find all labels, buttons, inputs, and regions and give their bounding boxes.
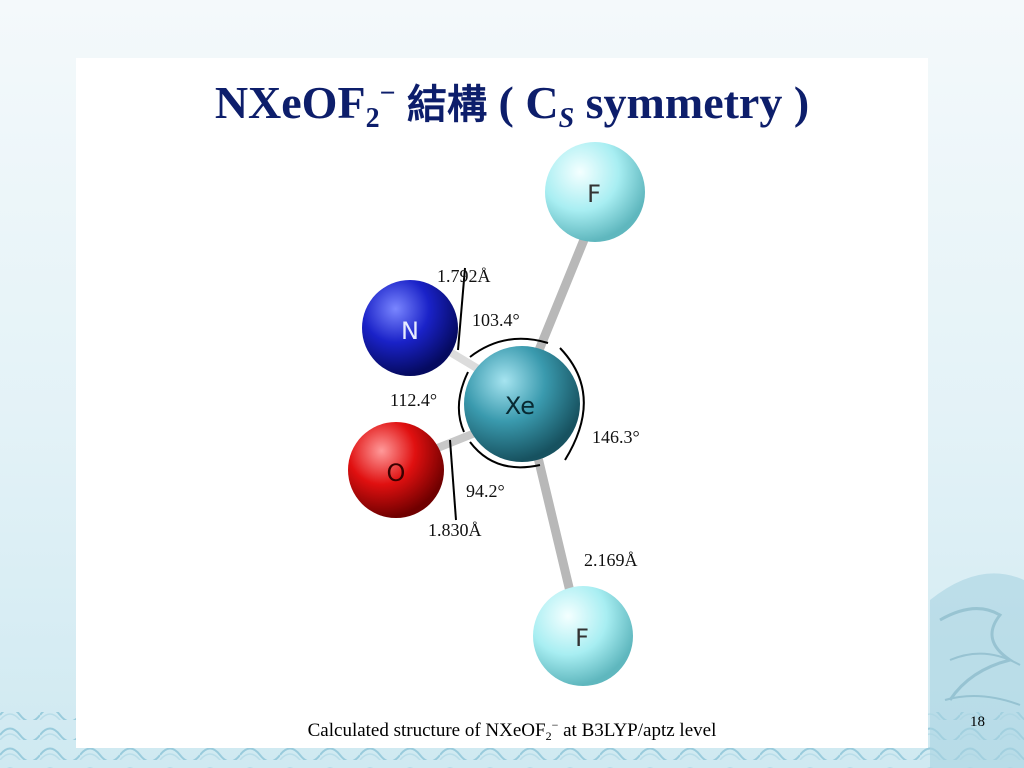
slide-title: NXeOF2− 結構 ( CS symmetry ) [0,72,1024,135]
dragon-wave-ornament [930,573,1024,768]
atom-fluorine-top: F [545,142,645,242]
caption-suffix: at B3LYP/aptz level [558,720,717,741]
angle-arc-n-xe-o [457,371,469,433]
title-formula: NXeOF [214,77,366,128]
title-symmetry-word: symmetry ) [585,77,810,128]
atom-label-xe: Xe [505,392,535,420]
atom-oxygen: O [348,422,444,518]
atom-xenon: Xe [464,346,580,462]
label-xe-o-bond: 1.830Å [428,520,482,540]
title-formula-subscript: 2 [365,103,380,134]
atom-label-o: O [387,459,406,487]
label-xe-f-bond: 2.169Å [584,550,638,570]
atom-nitrogen: N [362,280,458,376]
atom-label-f-top: F [587,180,601,208]
xe-o-distance-marker [449,439,457,521]
atom-label-n: N [401,317,419,345]
title-formula-charge: − [379,78,396,109]
title-point-group-subscript: S [558,103,575,134]
label-angle-f-xe-f: 146.3° [592,427,640,447]
angle-arc-o-xe-f [469,441,541,469]
page-number: 18 [970,714,985,730]
title-paren-open: ( C [498,77,559,128]
angle-arc-f-xe-f [559,347,585,461]
angle-arc-n-xe-f [469,337,549,358]
xe-n-distance-marker [457,267,466,351]
title-structure-word: 結構 [407,82,488,128]
label-xe-n-bond: 1.792Å [437,266,491,286]
caption-prefix: Calculated structure of NXeOF [307,720,546,741]
bond-xe-f-top [530,220,595,365]
atom-fluorine-bottom: F [533,586,633,686]
figure-caption: Calculated structure of NXeOF2− at B3LYP… [0,718,1024,744]
caption-subscript: 2 [545,729,552,743]
caption-charge: − [551,718,559,732]
label-angle-n-xe-f: 103.4° [472,310,520,330]
label-angle-n-xe-o: 112.4° [390,390,437,410]
atom-label-f-bottom: F [575,624,589,652]
label-angle-o-xe-f: 94.2° [466,481,505,501]
